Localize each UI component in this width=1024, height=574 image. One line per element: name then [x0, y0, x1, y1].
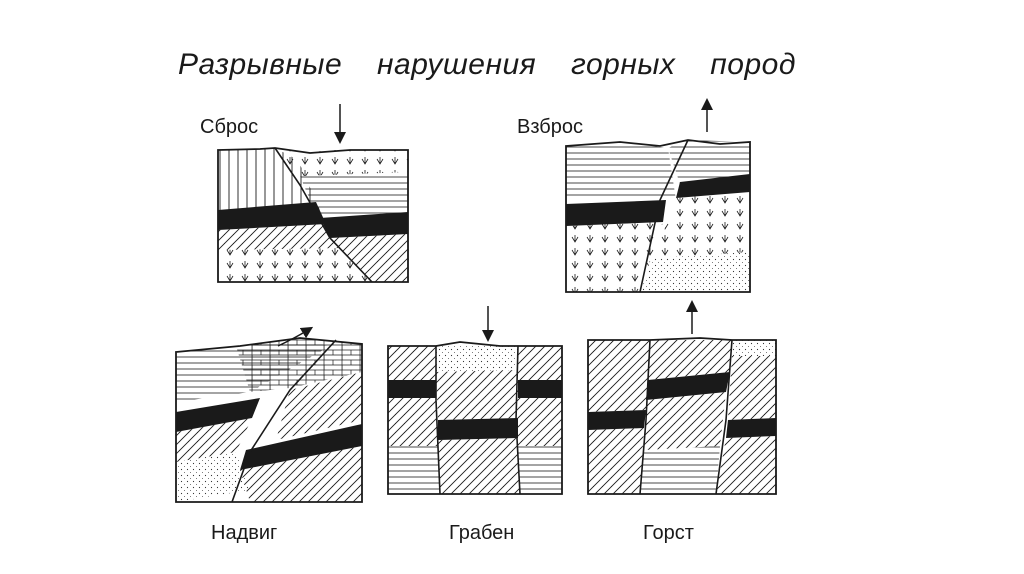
- label-gorst: Горст: [643, 522, 694, 544]
- label-nadvig: Надвиг: [211, 522, 278, 544]
- diagram-graben: [387, 306, 563, 495]
- diagram-nadvig: [175, 326, 363, 503]
- label-vzbros: Взброс: [517, 116, 583, 138]
- diagram-gorst: [587, 300, 777, 495]
- label-graben: Грабен: [449, 522, 515, 544]
- page-title: Разрывные нарушения горных пород: [178, 48, 796, 81]
- label-sbros: Сброс: [200, 116, 259, 138]
- diagram-vzbros: [565, 98, 751, 293]
- diagram-sbros: [217, 104, 409, 283]
